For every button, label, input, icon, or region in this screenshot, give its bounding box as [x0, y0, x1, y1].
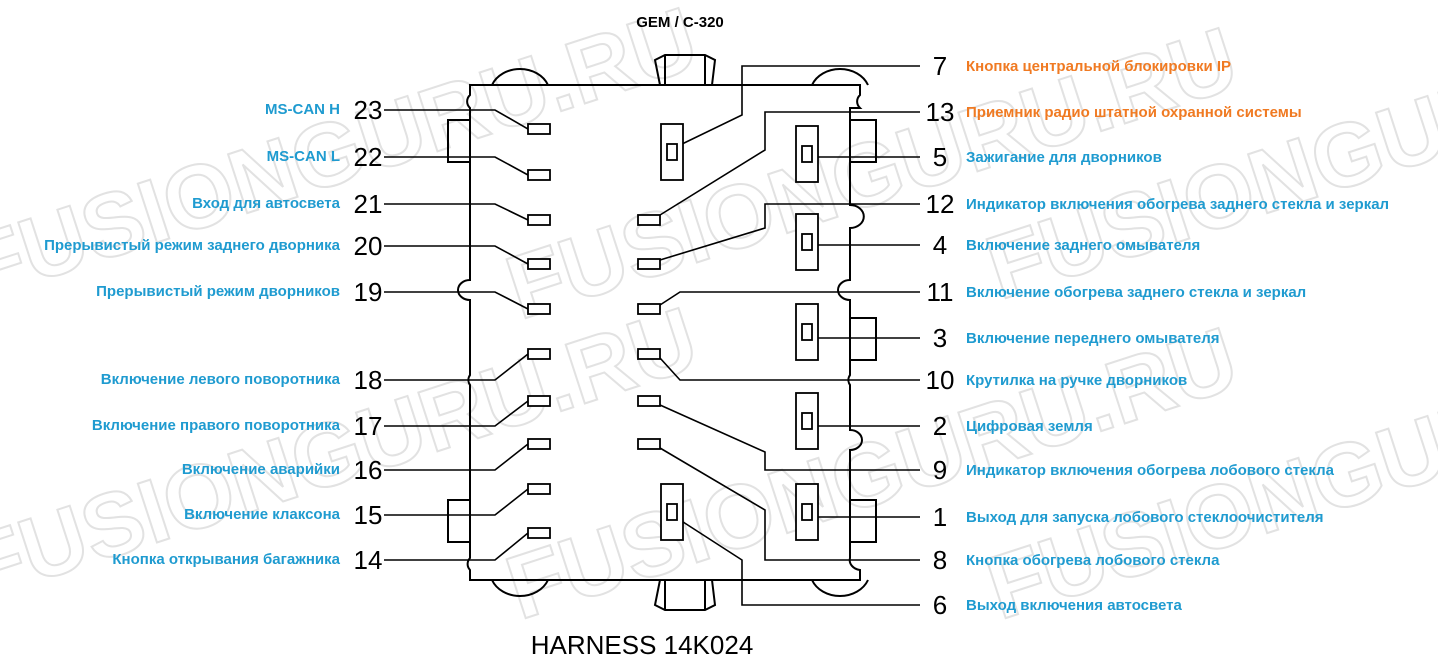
wire — [384, 291, 529, 310]
wire — [384, 156, 529, 176]
pin-terminal — [527, 214, 551, 226]
pin-terminal — [527, 169, 551, 181]
pin-terminal — [527, 348, 551, 360]
wire — [384, 443, 529, 471]
watermark-layer: FUSIONGURU.RU FUSIONGURU.RU FUSIONGURU.R… — [0, 0, 1438, 640]
pin-label: Цифровая земля — [966, 418, 1093, 435]
pin-label: Включение левого поворотника — [101, 371, 341, 388]
pin-terminal — [637, 258, 661, 270]
pin-label: Вход для автосвета — [192, 195, 341, 212]
pin-terminal — [666, 503, 678, 521]
pin-label: Прерывистый режим дворников — [96, 283, 340, 300]
pin-terminal — [801, 323, 813, 341]
pin-label: Крутилка на ручке дворников — [966, 372, 1187, 389]
pin-label: MS-CAN H — [265, 101, 340, 118]
pin-number: 13 — [926, 97, 955, 127]
pin-label: Выход для запуска лобового стеклоочистит… — [966, 509, 1324, 526]
wire — [659, 203, 920, 261]
pin-terminal — [801, 412, 813, 430]
pin-number: 2 — [933, 411, 947, 441]
pin-number: 1 — [933, 502, 947, 532]
pin-label: Включение переднего омывателя — [966, 330, 1220, 347]
wire — [384, 400, 529, 427]
pin-number: 22 — [354, 142, 383, 172]
pin-label: Индикатор включения обогрева заднего сте… — [966, 196, 1389, 213]
pin-label: Приемник радио штатной охранной системы — [966, 104, 1302, 121]
pin-label: Выход включения автосвета — [966, 597, 1183, 614]
pin-label: Включение заднего омывателя — [966, 237, 1200, 254]
pin-label: Индикатор включения обогрева лобового ст… — [966, 462, 1335, 479]
pin-number: 3 — [933, 323, 947, 353]
pin-number: 18 — [354, 365, 383, 395]
pin-number: 16 — [354, 455, 383, 485]
pin-label: Кнопка центральной блокировки IP — [966, 58, 1231, 75]
pin-number: 20 — [354, 231, 383, 261]
pin-terminal — [637, 438, 661, 450]
pin-terminal — [527, 483, 551, 495]
pin-number: 12 — [926, 189, 955, 219]
pin-terminal — [637, 214, 661, 226]
wire — [384, 532, 529, 561]
pin-number: 23 — [354, 95, 383, 125]
pin-number: 19 — [354, 277, 383, 307]
pin-number: 8 — [933, 545, 947, 575]
pin-number: 10 — [926, 365, 955, 395]
pin-number: 11 — [927, 277, 954, 307]
pin-terminal — [527, 123, 551, 135]
wire — [659, 357, 920, 381]
pin-label: Включение клаксона — [184, 506, 341, 523]
wire — [659, 111, 920, 216]
pin-number: 15 — [354, 500, 383, 530]
wire — [659, 447, 920, 561]
wire — [659, 291, 920, 306]
wire — [384, 353, 529, 381]
connector-body — [447, 54, 877, 611]
pin-label: Прерывистый режим заднего дворника — [44, 237, 341, 254]
wire — [659, 404, 920, 471]
wire — [384, 488, 529, 516]
pin-label: Включение аварийки — [182, 461, 340, 478]
harness-label: HARNESS 14K024 — [531, 630, 754, 660]
pin-label: Включение обогрева заднего стекла и зерк… — [966, 284, 1306, 301]
pin-number: 14 — [354, 545, 383, 575]
pin-number: 21 — [354, 189, 383, 219]
pin-label: Кнопка открывания багажника — [112, 551, 340, 568]
wire — [679, 65, 920, 146]
pin-terminal — [637, 395, 661, 407]
pin-terminal — [666, 143, 678, 161]
pin-terminal — [527, 258, 551, 270]
pin-number: 7 — [933, 51, 947, 81]
pin-terminal — [801, 233, 813, 251]
wire-layer — [384, 65, 920, 606]
pin-number: 5 — [933, 142, 947, 172]
pin-terminal — [637, 303, 661, 315]
pin-number: 17 — [354, 411, 383, 441]
pin-number: 9 — [933, 455, 947, 485]
pin-terminal — [527, 438, 551, 450]
pin-terminal — [527, 395, 551, 407]
connector-title: GEM / C-320 — [636, 14, 724, 31]
pin-label-layer: MS-CAN H MS-CAN L Вход для автосветаПрерыв… — [44, 58, 1389, 614]
pin-label: MS-CAN L — [267, 148, 340, 165]
pin-terminal — [637, 348, 661, 360]
pin-number: 4 — [933, 230, 947, 260]
pin-label: Зажигание для дворников — [966, 149, 1162, 166]
pin-terminal — [527, 303, 551, 315]
pin-terminal — [801, 503, 813, 521]
wire — [384, 245, 529, 265]
pin-terminal — [801, 145, 813, 163]
pin-number: 6 — [933, 590, 947, 620]
pin-label: Кнопка обогрева лобового стекла — [966, 552, 1220, 569]
wire — [384, 203, 529, 221]
wire — [384, 109, 529, 130]
pin-terminal — [527, 527, 551, 539]
pin-layer — [527, 123, 819, 541]
wire — [679, 519, 920, 606]
pin-label: Включение правого поворотника — [92, 417, 341, 434]
